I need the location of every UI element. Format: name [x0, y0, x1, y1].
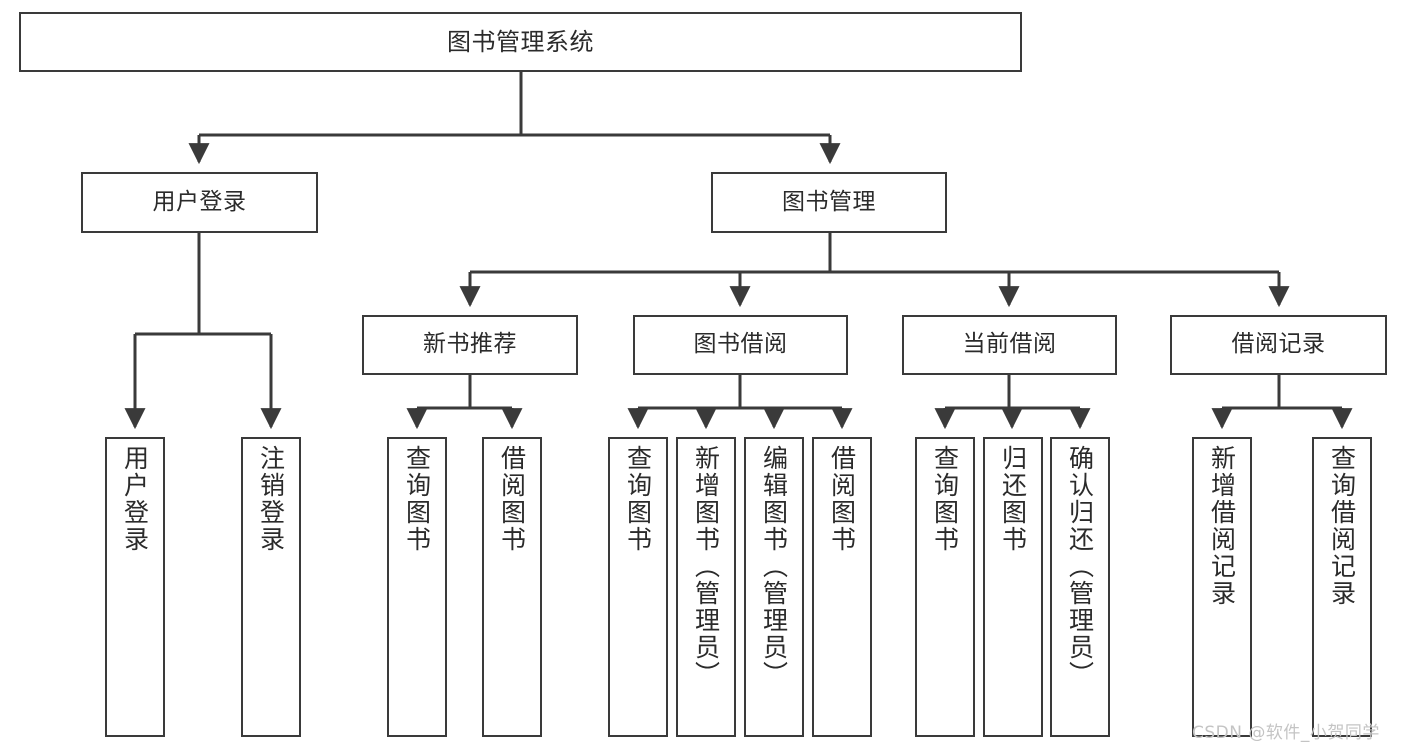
leaf-record-add-borrow-record[interactable]: 新增借阅记录	[1192, 437, 1252, 737]
leaf-current-query-book[interactable]: 查询图书	[915, 437, 975, 737]
node-label: 新增图书（管理员）	[691, 445, 721, 688]
node-label: 当前借阅	[962, 331, 1057, 358]
leaf-borrow-query-book[interactable]: 查询图书	[608, 437, 668, 737]
leaf-record-query-borrow-record[interactable]: 查询借阅记录	[1312, 437, 1372, 737]
node-book-management[interactable]: 图书管理	[711, 172, 947, 233]
leaf-borrow-edit-book-admin[interactable]: 编辑图书（管理员）	[744, 437, 804, 737]
node-new-book-recommendation[interactable]: 新书推荐	[362, 315, 578, 375]
node-label: 用户登录	[120, 445, 150, 553]
node-label: 借阅记录	[1231, 331, 1326, 358]
leaf-borrow-borrow-book[interactable]: 借阅图书	[812, 437, 872, 737]
leaf-borrow-add-book-admin[interactable]: 新增图书（管理员）	[676, 437, 736, 737]
node-current-borrow[interactable]: 当前借阅	[902, 315, 1117, 375]
node-label: 查询图书	[623, 445, 653, 553]
node-label: 查询借阅记录	[1327, 445, 1357, 607]
node-book-borrow[interactable]: 图书借阅	[633, 315, 848, 375]
leaf-new-book-borrow[interactable]: 借阅图书	[482, 437, 542, 737]
node-label: 图书借阅	[693, 331, 788, 358]
node-root-system[interactable]: 图书管理系统	[19, 12, 1022, 72]
node-label: 编辑图书（管理员）	[759, 445, 789, 688]
node-label: 借阅图书	[497, 445, 527, 553]
node-label: 用户登录	[152, 188, 247, 215]
csdn-watermark: CSDN @软件_小贺同学	[1192, 723, 1380, 743]
node-label: 确认归还（管理员）	[1065, 445, 1095, 688]
leaf-new-book-query[interactable]: 查询图书	[387, 437, 447, 737]
node-label: 查询图书	[402, 445, 432, 553]
node-user-login[interactable]: 用户登录	[81, 172, 318, 233]
leaf-user-logout-action[interactable]: 注销登录	[241, 437, 301, 737]
leaf-current-return-book[interactable]: 归还图书	[983, 437, 1043, 737]
node-label: 新增借阅记录	[1207, 445, 1237, 607]
node-label: 注销登录	[256, 445, 286, 553]
leaf-user-login-action[interactable]: 用户登录	[105, 437, 165, 737]
leaf-current-confirm-return-admin[interactable]: 确认归还（管理员）	[1050, 437, 1110, 737]
node-label: 查询图书	[930, 445, 960, 553]
node-label: 归还图书	[998, 445, 1028, 553]
node-label: 图书管理系统	[447, 27, 594, 56]
node-label: 借阅图书	[827, 445, 857, 553]
node-borrow-record[interactable]: 借阅记录	[1170, 315, 1387, 375]
node-label: 图书管理	[782, 188, 876, 215]
node-label: 新书推荐	[423, 331, 517, 358]
